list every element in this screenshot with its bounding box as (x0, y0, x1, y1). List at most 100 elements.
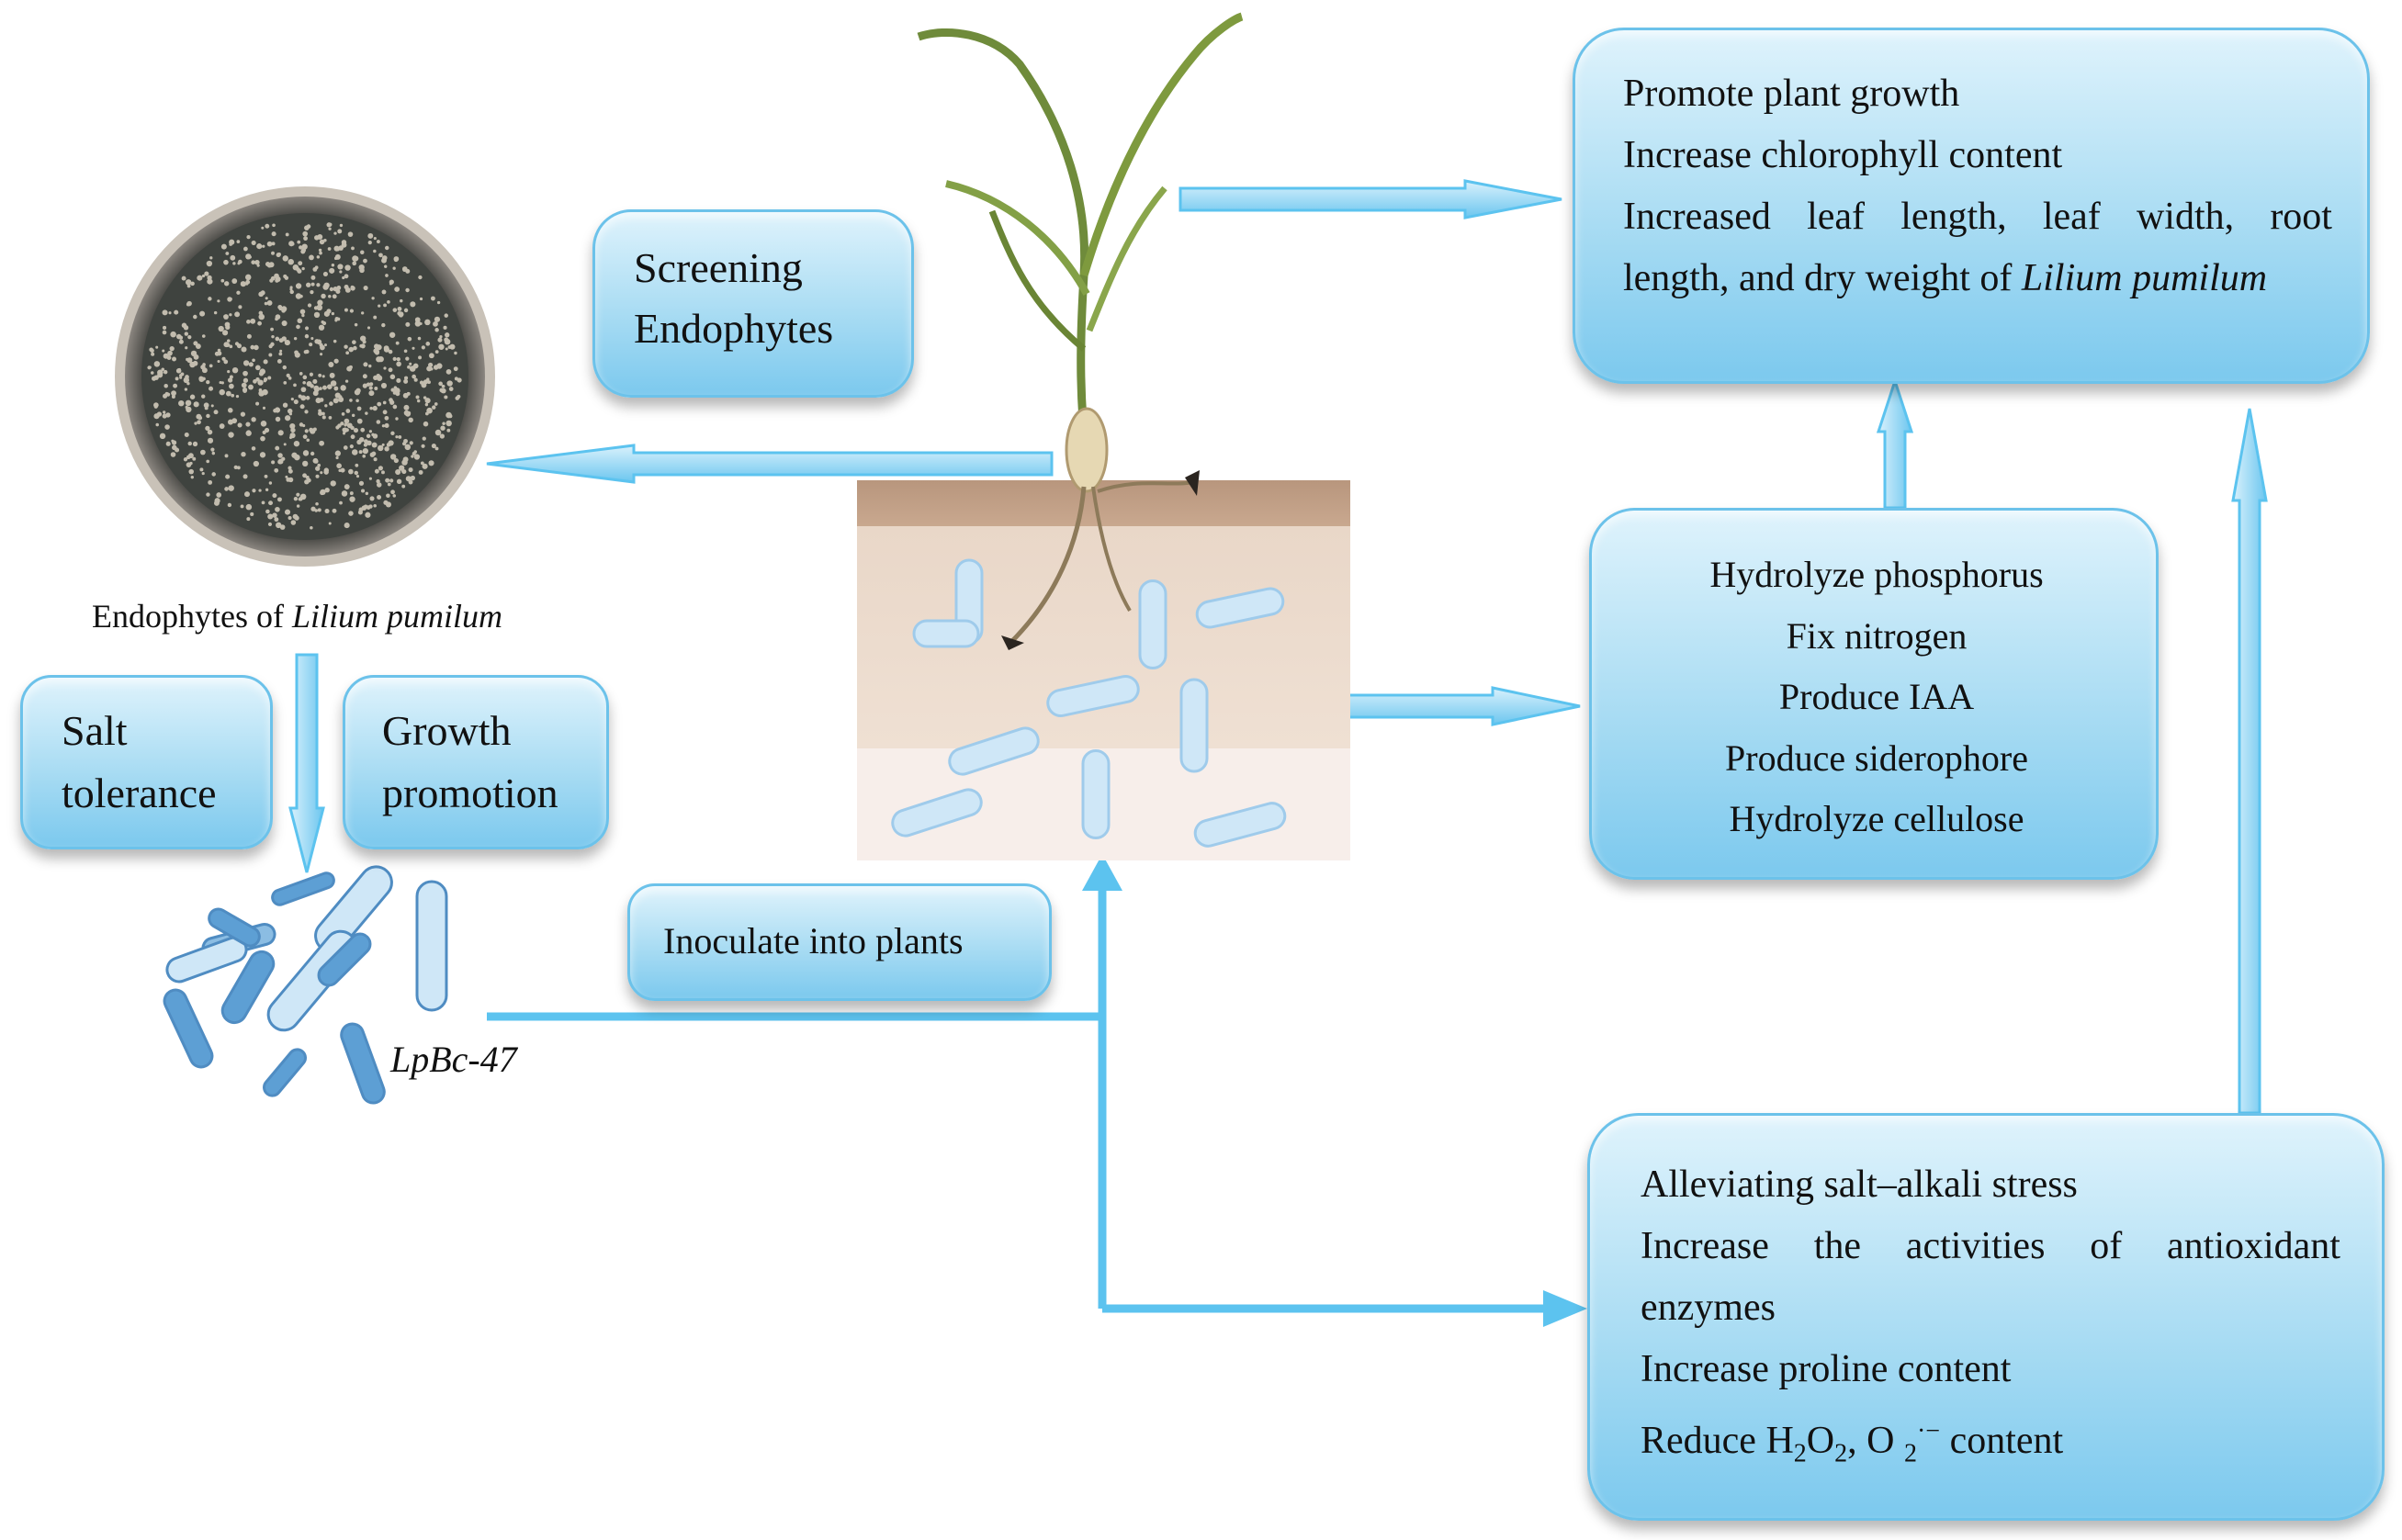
strain-label: LpBc-47 (390, 1039, 517, 1080)
colony-dot (373, 315, 378, 320)
colony-dot (436, 300, 441, 305)
colony-dot (282, 365, 287, 370)
colony-dot (317, 508, 321, 512)
word: leaf (2042, 196, 2101, 238)
colony-dot (323, 343, 327, 347)
colony-dot (214, 498, 220, 504)
colony-dot (277, 459, 283, 465)
colony-dot (272, 493, 277, 499)
colony-dot (281, 306, 288, 312)
colony-dot (293, 440, 300, 447)
colony-dot (186, 302, 190, 307)
colony-dot (401, 459, 408, 466)
colony-dot (216, 492, 222, 498)
colony-dot (407, 412, 411, 416)
colony-dot (405, 356, 410, 361)
colony-dot (434, 350, 439, 354)
colony-dot (438, 381, 443, 387)
colony-dot (299, 309, 306, 315)
subscript: 2 (1793, 1439, 1807, 1468)
colony-dot (328, 522, 332, 525)
colony-dot (388, 440, 394, 446)
colony-dot (265, 262, 271, 267)
colony-dot (329, 267, 335, 274)
colony-dot (395, 417, 399, 421)
colony-dot (353, 255, 359, 262)
colony-dot (225, 390, 231, 397)
colony-dot (192, 456, 197, 461)
colony-dot (302, 375, 308, 380)
colony-dot (418, 469, 423, 475)
colony-dot (390, 431, 395, 436)
colony-dot (206, 492, 210, 497)
colony-dot (378, 444, 384, 452)
colony-dot (403, 438, 408, 444)
colony-dot (165, 441, 171, 446)
colony-dot (293, 336, 298, 341)
stress-line-5-reduce: Reduce H (1641, 1420, 1794, 1462)
colony-dot (374, 468, 379, 474)
colony-dot (316, 283, 321, 287)
colony-dot (310, 282, 315, 287)
colony-dot (175, 368, 182, 374)
colony-dot (405, 268, 411, 274)
colony-dot (262, 388, 268, 396)
colony-dot (289, 289, 294, 295)
colony-dot (405, 321, 411, 327)
word: root (2270, 196, 2332, 238)
colony-dot (448, 387, 454, 391)
growth-effect-4-prefix: length, and dry weight of (1623, 257, 2022, 299)
colony-dot (172, 356, 176, 362)
colony-dot (233, 465, 238, 470)
colony-dot (383, 366, 387, 370)
colony-dot (328, 294, 332, 298)
colony-dot (223, 314, 227, 319)
colony-dot (369, 452, 375, 457)
colony-dot (290, 520, 297, 525)
colony-dot (197, 275, 203, 281)
colony-dot (211, 451, 216, 455)
colony-dot (360, 250, 365, 254)
colony-dot (349, 444, 354, 449)
colony-dot (408, 467, 413, 473)
stress-line-2: Increase the activities of antioxidant (1641, 1216, 2340, 1277)
colony-dot (333, 245, 340, 252)
colony-dot (163, 325, 167, 331)
colony-dot (224, 281, 230, 287)
colony-dot (317, 299, 323, 306)
colony-dot (256, 243, 263, 250)
colony-dot (310, 336, 314, 341)
colony-dot (255, 377, 260, 382)
colony-dot (210, 404, 214, 408)
colony-dot (407, 336, 412, 342)
colony-dot (411, 455, 414, 458)
trait-nitrogen: Fix nitrogen (1786, 614, 1968, 657)
colony-dot (408, 479, 413, 485)
growth-effect-2: Increase chlorophyll content (1623, 134, 2063, 176)
colony-dot (193, 354, 199, 360)
colony-dot (301, 266, 305, 271)
colony-dot (206, 459, 210, 464)
colony-dot (220, 278, 225, 283)
colony-dot (290, 427, 296, 433)
colony-dot (229, 313, 232, 317)
colony-dot (349, 399, 353, 402)
colony-dot (356, 418, 363, 424)
colony-dot (217, 299, 220, 303)
colony-dot (389, 454, 397, 460)
colony-dot (157, 369, 164, 376)
colony-dot (378, 304, 381, 308)
stress-line-3: enzymes (1641, 1287, 1776, 1329)
screening-endophytes-box: Screening Endophytes (592, 209, 914, 398)
colony-dot (369, 382, 374, 387)
colony-dot (342, 275, 345, 280)
colony-dot (396, 478, 402, 485)
colony-dot (309, 427, 313, 433)
colony-dot (433, 320, 438, 327)
colony-dot (232, 262, 236, 265)
colony-dot (344, 344, 348, 349)
colony-dot (261, 500, 265, 505)
colony-dot (342, 432, 346, 435)
colony-dot (225, 343, 231, 348)
colony-dot (323, 310, 330, 317)
